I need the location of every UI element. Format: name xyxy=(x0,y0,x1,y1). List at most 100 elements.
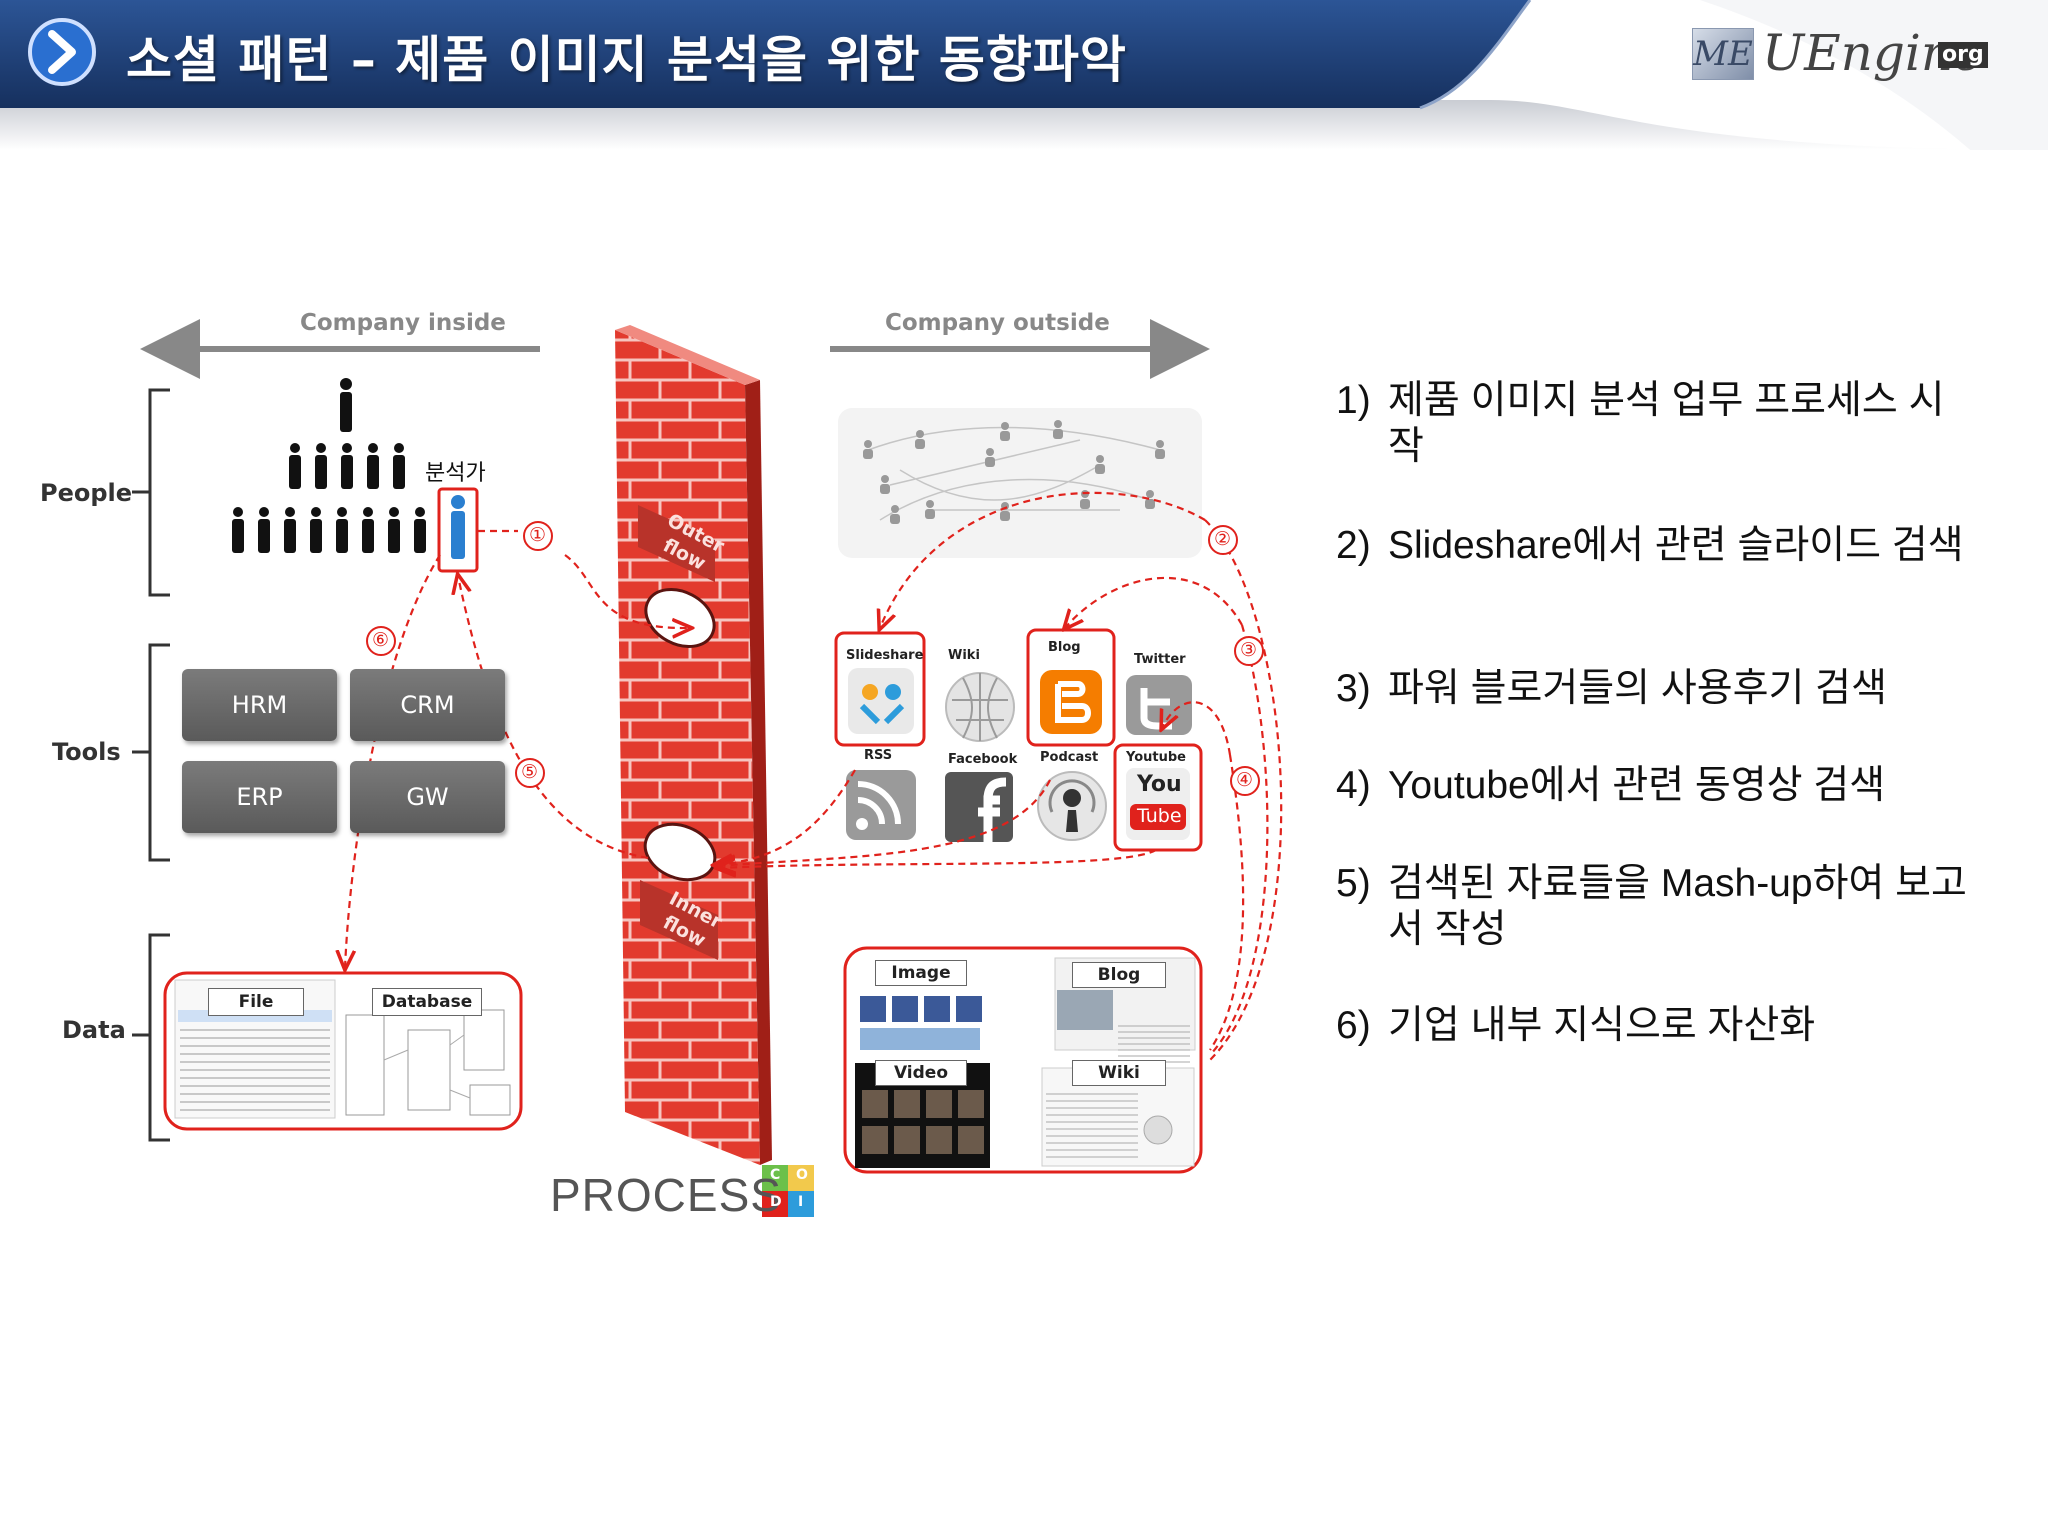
tools-label: Tools xyxy=(52,738,121,766)
step-number: 3) xyxy=(1336,667,1371,710)
people-row-3-icon xyxy=(232,507,426,553)
firewall-wall xyxy=(615,325,772,1165)
logo-mark: ME xyxy=(1692,28,1754,80)
step-text: 기업 내부 지식으로 자산화 xyxy=(1388,1004,1816,1047)
outer-flow-plate xyxy=(638,505,715,582)
person-figure xyxy=(367,455,379,489)
youtube-icon xyxy=(1113,743,1203,852)
marker-2-ring xyxy=(1208,525,1238,555)
slideshare-icon xyxy=(834,631,926,747)
network-node xyxy=(1054,420,1062,428)
video-label: Video xyxy=(875,1060,967,1086)
network-node xyxy=(880,484,890,494)
person-figure xyxy=(337,507,347,517)
person-figure xyxy=(368,443,378,453)
flow-6 xyxy=(345,554,441,968)
video-tile xyxy=(958,1126,984,1154)
network-node xyxy=(863,449,873,459)
network-node xyxy=(916,430,924,438)
header-banner xyxy=(0,0,2048,150)
podcast-label: Podcast xyxy=(1040,750,1099,765)
people-hierarchy-icon xyxy=(340,378,352,432)
data-label: Data xyxy=(62,1016,126,1044)
wiki-label: Wiki xyxy=(948,648,980,663)
process-cube-i: I xyxy=(798,1194,804,1210)
network-node xyxy=(864,440,872,448)
step-text: Slideshare에서 관련 슬라이드 검색 xyxy=(1388,524,1964,567)
flow-3-return xyxy=(1209,624,1269,1056)
person-figure xyxy=(363,507,373,517)
flow-inner-podcast xyxy=(718,779,1051,866)
network-node xyxy=(1156,440,1164,448)
network-node xyxy=(890,514,900,524)
marker-6-ring xyxy=(366,626,396,656)
marker-5: ⑤ xyxy=(521,761,539,783)
video-thumbnail xyxy=(855,1063,990,1168)
media-blog-label: Blog xyxy=(1072,962,1166,988)
tool-gw: GW xyxy=(350,761,505,833)
flow-1 xyxy=(478,529,690,628)
social-network-map-icon xyxy=(838,408,1202,558)
marker-5-ring xyxy=(515,758,545,788)
person-figure xyxy=(285,507,295,517)
person-figure xyxy=(310,519,322,553)
step-number: 6) xyxy=(1336,1004,1371,1047)
video-tile xyxy=(894,1090,920,1118)
process-cube-icon xyxy=(762,1165,814,1217)
step-number: 5) xyxy=(1336,862,1371,905)
video-tile xyxy=(926,1090,952,1118)
youtube-logo-tube: Tube xyxy=(1137,805,1182,827)
person-figure xyxy=(258,519,270,553)
twitter-icon xyxy=(1126,675,1192,735)
person-figure xyxy=(311,507,321,517)
blog-label: Blog xyxy=(1048,640,1081,655)
wikipedia-icon xyxy=(945,672,1015,742)
network-node xyxy=(1145,499,1155,509)
step-text: 제품 이미지 분석 업무 프로세스 시작 xyxy=(1388,379,1945,468)
blogger-icon xyxy=(1026,628,1116,747)
person-figure xyxy=(336,519,348,553)
step-text: Youtube에서 관련 동영상 검색 xyxy=(1388,764,1886,807)
marker-1: ① xyxy=(529,524,547,546)
people-row-2-icon xyxy=(289,443,405,489)
process-cube-o: O xyxy=(796,1167,808,1183)
marker-1-ring xyxy=(523,521,553,551)
facebook-icon xyxy=(945,772,1013,842)
network-node xyxy=(1000,511,1010,521)
flow-4 xyxy=(1162,701,1232,756)
file-label: File xyxy=(208,988,304,1016)
step-text: 파워 블로거들의 사용후기 검색 xyxy=(1388,667,1887,710)
step-number: 1) xyxy=(1336,379,1371,422)
tool-crm: CRM xyxy=(350,669,505,741)
video-tile xyxy=(894,1126,920,1154)
database-schema-thumbnail xyxy=(345,1009,511,1116)
person-figure xyxy=(259,507,269,517)
inner-flow-plate xyxy=(640,880,718,960)
people-label: People xyxy=(40,479,133,507)
network-node xyxy=(1000,431,1010,441)
network-node xyxy=(925,509,935,519)
media-wiki-label: Wiki xyxy=(1072,1060,1166,1086)
network-node xyxy=(1053,429,1063,439)
rss-icon xyxy=(846,770,916,840)
analyst-label: 분석가 xyxy=(425,461,486,486)
marker-3-ring xyxy=(1234,636,1264,666)
marker-4-ring xyxy=(1230,766,1260,796)
rss-label: RSS xyxy=(864,748,893,763)
slideshare-label: Slideshare xyxy=(846,648,924,663)
data-bracket xyxy=(132,933,170,1142)
image-thumbnail xyxy=(855,960,990,1055)
person-figure xyxy=(289,455,301,489)
image-label: Image xyxy=(875,960,967,986)
person-figure xyxy=(232,519,244,553)
flow-inner-youtube xyxy=(718,849,1157,868)
network-node xyxy=(1146,490,1154,498)
person-figure xyxy=(393,455,405,489)
video-tile xyxy=(926,1126,952,1154)
tools-bracket xyxy=(132,643,170,862)
tool-erp: ERP xyxy=(182,761,337,833)
network-node xyxy=(1001,422,1009,430)
person-figure xyxy=(415,507,425,517)
video-tile xyxy=(862,1090,888,1118)
